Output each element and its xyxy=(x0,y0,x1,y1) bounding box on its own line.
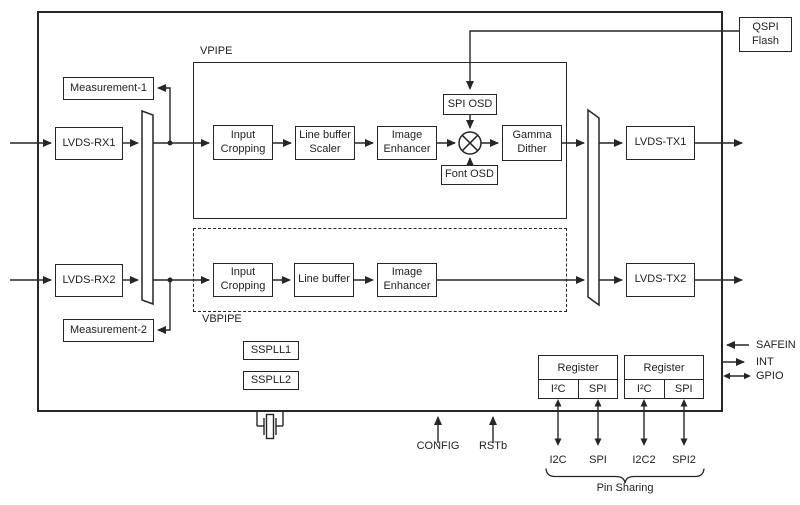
osd-mixer-node xyxy=(458,131,482,155)
pin-sharing-label: Pin Sharing xyxy=(596,482,654,494)
spi-osd-block: SPI OSD xyxy=(443,94,497,115)
i2c2-pin-label: I2C2 xyxy=(632,454,656,466)
lvds-rx1-block: LVDS-RX1 xyxy=(55,127,123,160)
font-osd-block: Font OSD xyxy=(441,165,498,185)
crossbar-mux-right xyxy=(587,108,600,307)
register-1-i2c-port: I²C xyxy=(539,380,579,398)
gpio-pin-label: GPIO xyxy=(756,370,784,382)
register-2-spi-port: SPI xyxy=(674,383,693,395)
vbpipe-container xyxy=(193,228,567,312)
register-2-title: Register xyxy=(625,356,703,380)
int-pin-label: INT xyxy=(756,356,774,368)
safein-pin-label: SAFEIN xyxy=(756,339,796,351)
lvds-tx2-block: LVDS-TX2 xyxy=(626,263,695,297)
sspll2-block: SSPLL2 xyxy=(243,371,299,390)
sspll1-block: SSPLL1 xyxy=(243,341,299,360)
vpipe-label: VPIPE xyxy=(200,45,233,57)
register-block-1: Register I²C SPI xyxy=(538,355,618,399)
chip-outline xyxy=(37,11,723,412)
lvds-rx2-block: LVDS-RX2 xyxy=(55,264,123,297)
gamma-dither-block: Gamma Dither xyxy=(502,125,562,161)
register-block-2: Register I²C SPI xyxy=(624,355,704,399)
vbpipe-input-cropping-block: Input Cropping xyxy=(213,263,273,297)
vbpipe-image-enhancer-block: Image Enhancer xyxy=(377,263,437,297)
crystal-icon xyxy=(256,412,284,440)
vpipe-input-cropping-block: Input Cropping xyxy=(213,125,273,160)
spi-pin-label: SPI xyxy=(589,454,607,466)
spi2-pin-label: SPI2 xyxy=(672,454,696,466)
vpipe-container xyxy=(193,62,567,219)
junction-dots xyxy=(167,140,173,283)
register-1-title: Register xyxy=(539,356,617,380)
measurement-2-block: Measurement-2 xyxy=(63,319,154,342)
vbpipe-line-buffer-block: Line buffer xyxy=(294,263,354,297)
register-2-i2c-port: I²C xyxy=(625,380,665,398)
lvds-tx1-block: LVDS-TX1 xyxy=(626,126,695,160)
rstb-pin-label: RSTb xyxy=(478,440,508,452)
config-pin-label: CONFIG xyxy=(416,440,460,452)
crossbar-mux-left xyxy=(141,109,154,306)
signal-lines xyxy=(10,30,749,443)
vpipe-image-enhancer-block: Image Enhancer xyxy=(377,126,437,160)
vpipe-line-buffer-scaler-block: Line buffer Scaler xyxy=(295,126,355,160)
i2c-pin-label: I2C xyxy=(549,454,567,466)
vbpipe-label: VBPIPE xyxy=(202,313,242,325)
measurement-1-block: Measurement-1 xyxy=(63,77,154,100)
gpio-arrow xyxy=(723,372,751,380)
pin-sharing-brace xyxy=(545,468,705,484)
register-1-spi-port: SPI xyxy=(588,383,607,395)
qspi-flash-block: QSPI Flash xyxy=(739,17,792,52)
